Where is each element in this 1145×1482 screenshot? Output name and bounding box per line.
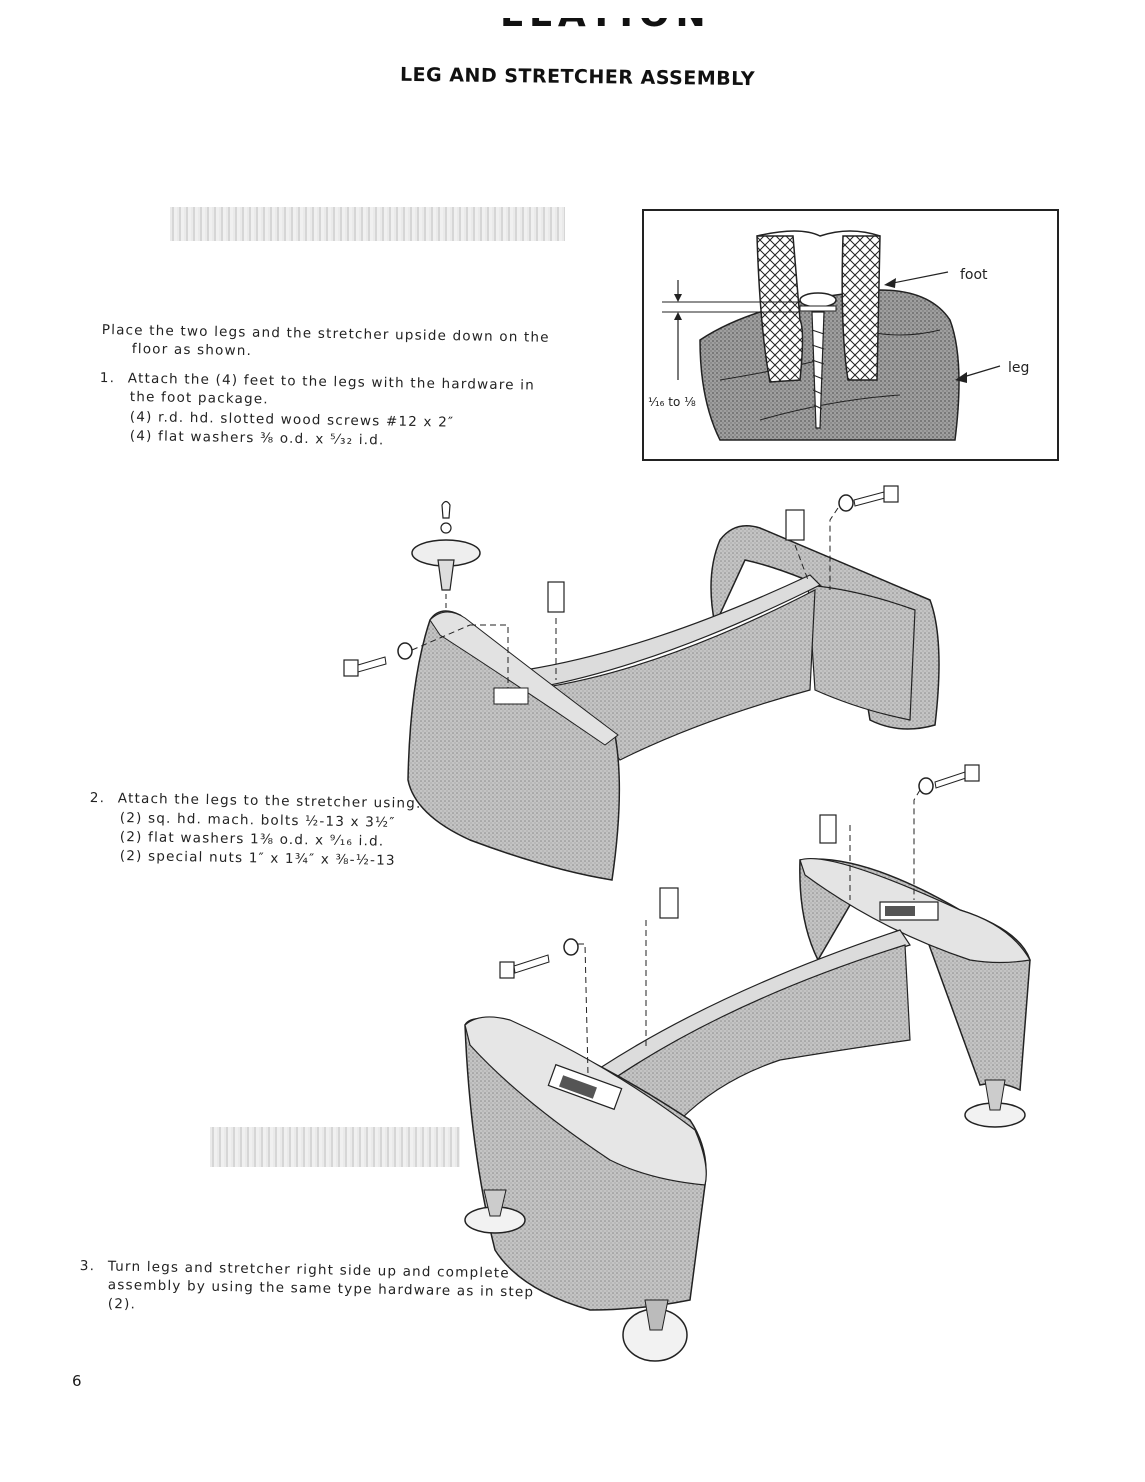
washer-icon-4	[563, 938, 579, 956]
bolt-icon-4	[964, 764, 980, 782]
scan-smudge-bottom	[210, 1127, 460, 1167]
washer-icon-5	[918, 777, 934, 795]
special-nut-icon-1	[547, 581, 565, 613]
scan-smudge-top	[170, 207, 565, 241]
inset-label-foot: foot	[960, 267, 988, 283]
bolt-icon-1	[343, 659, 359, 677]
upside-down-assembly-drawing	[343, 485, 940, 881]
cut-off-section-header: LLATION	[500, 18, 730, 44]
washer-icon-3	[838, 494, 854, 512]
upright-assembly-drawing	[464, 764, 1031, 1362]
inset-label-leg: leg	[1008, 360, 1029, 376]
inset-label-gap: ¹⁄₁₆ to ⅛	[648, 395, 696, 409]
page-number: 6	[72, 1372, 82, 1390]
wood-screw-icon	[441, 500, 451, 519]
special-nut-icon-3	[659, 887, 679, 919]
special-nut-icon-4	[819, 814, 837, 844]
washer-icon-2	[397, 642, 413, 660]
special-nut-icon-2	[785, 509, 805, 541]
foot-detail-inset: foot leg ¹⁄₁₆ to ⅛	[642, 209, 1059, 461]
screw-head-icon	[799, 292, 837, 308]
bolt-icon-2	[883, 485, 899, 503]
bolt-icon-3	[499, 961, 515, 979]
washer-icon	[440, 522, 452, 534]
